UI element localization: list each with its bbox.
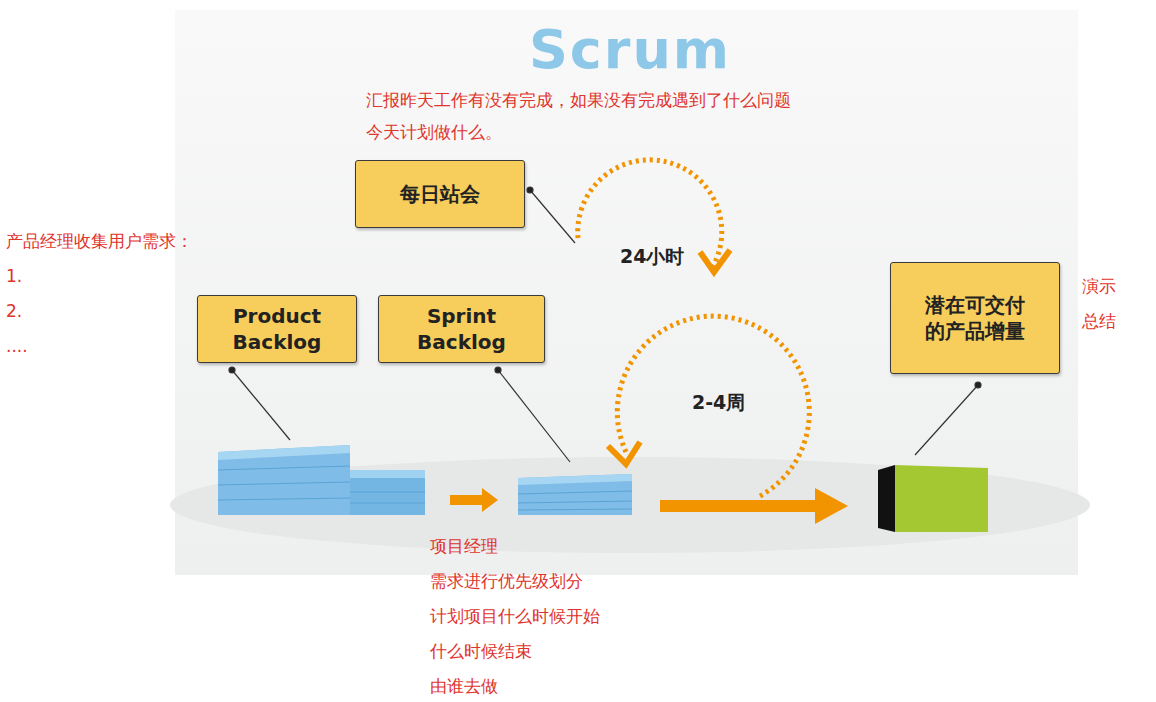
daily-standup-box: 每日站会 [355, 160, 525, 228]
sprint-backlog-stack [518, 474, 632, 515]
requirement-item: 2. [6, 301, 22, 321]
box-text: Sprint Backlog [392, 303, 532, 355]
project-manager-note: 由谁去做 [430, 676, 498, 696]
project-manager-note: 什么时候结束 [430, 641, 532, 661]
project-manager-note: 计划项目什么时候开始 [430, 606, 600, 626]
increment-box: 潜在可交付的产品增量 [890, 262, 1060, 374]
sprint-backlog-box: Sprint Backlog [378, 295, 545, 363]
requirement-item: .... [6, 336, 28, 356]
daily-loop-head [700, 250, 730, 272]
product-backlog-stack [218, 445, 425, 515]
increment-cube [878, 465, 988, 532]
cycle-label: 2-4周 [692, 391, 745, 414]
project-manager-note: 项目经理 [430, 536, 498, 556]
review-note: 演示 [1082, 276, 1116, 296]
daily-loop [578, 160, 722, 268]
big-arrow [660, 488, 848, 524]
product-backlog-box: Product Backlog [197, 295, 357, 363]
small-arrow [450, 488, 498, 512]
standup-note: 今天计划做什么。 [366, 122, 502, 142]
box-text: 每日站会 [400, 181, 480, 207]
box-text: Product Backlog [207, 303, 347, 355]
product-manager-note: 产品经理收集用户需求： [6, 231, 193, 251]
diagram-title: Scrum [529, 18, 731, 81]
sprint-loop [617, 316, 809, 496]
background-panel [175, 10, 1078, 575]
cycle-label: 24小时 [620, 245, 684, 268]
requirement-item: 1. [6, 266, 22, 286]
box-text: 潜在可交付的产品增量 [923, 292, 1027, 344]
review-note: 总结 [1082, 311, 1116, 331]
sprint-loop-head [608, 442, 640, 464]
standup-note: 汇报昨天工作有没有完成，如果没有完成遇到了什么问题 [366, 90, 791, 110]
project-manager-note: 需求进行优先级划分 [430, 571, 583, 591]
